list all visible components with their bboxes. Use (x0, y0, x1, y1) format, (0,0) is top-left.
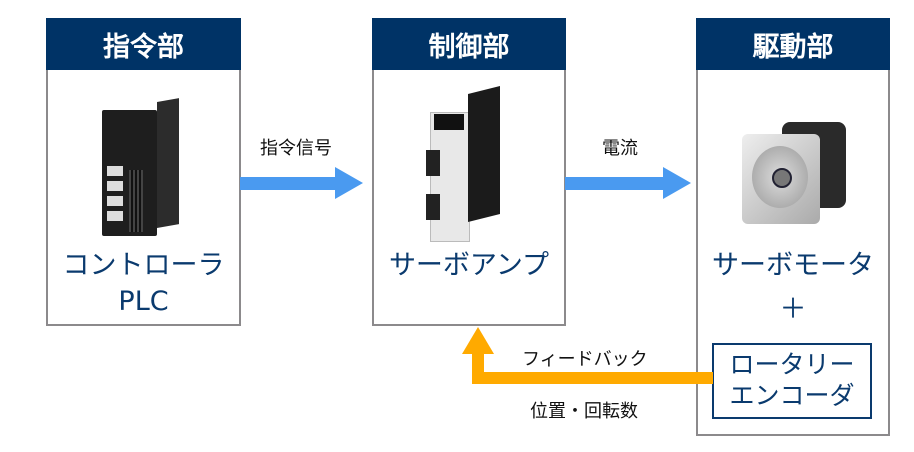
control-unit-box: 制御部 サーボアンプ (372, 18, 566, 326)
drive-unit-box: 駆動部 サーボモータ ＋ (696, 18, 890, 436)
servo-motor-label: サーボモータ (712, 250, 874, 281)
feedback-label: フィードバック (522, 349, 648, 370)
servo-motor-image (742, 104, 852, 228)
rotary-encoder-box: ロータリー エンコーダ (712, 343, 872, 419)
plc-image (102, 98, 182, 236)
command-signal-arrowhead (335, 167, 363, 199)
command-unit-box: 指令部 コントローラ PLC (46, 18, 241, 326)
plc-label-line2: PLC (118, 286, 169, 317)
control-unit-header: 制御部 (372, 18, 566, 70)
current-arrow (565, 177, 665, 190)
command-unit-header: 指令部 (46, 18, 241, 70)
feedback-detail-label: 位置・回転数 (530, 401, 638, 422)
plus-sign: ＋ (779, 294, 807, 325)
servo-amp-label: サーボアンプ (388, 250, 550, 281)
drive-unit-header: 駆動部 (696, 18, 890, 70)
feedback-arrowhead (462, 327, 494, 354)
feedback-arrow-horizontal (472, 372, 713, 384)
feedback-arrow-vertical (472, 352, 484, 384)
plc-label: コントローラ (62, 250, 225, 281)
encoder-label-line2: エンコーダ (729, 381, 855, 410)
servo-amp-image (426, 86, 510, 242)
command-signal-arrow (240, 177, 336, 190)
current-arrowhead (663, 167, 691, 199)
command-signal-label: 指令信号 (260, 138, 332, 159)
current-label: 電流 (602, 138, 638, 159)
encoder-label-line1: ロータリー (729, 350, 855, 379)
